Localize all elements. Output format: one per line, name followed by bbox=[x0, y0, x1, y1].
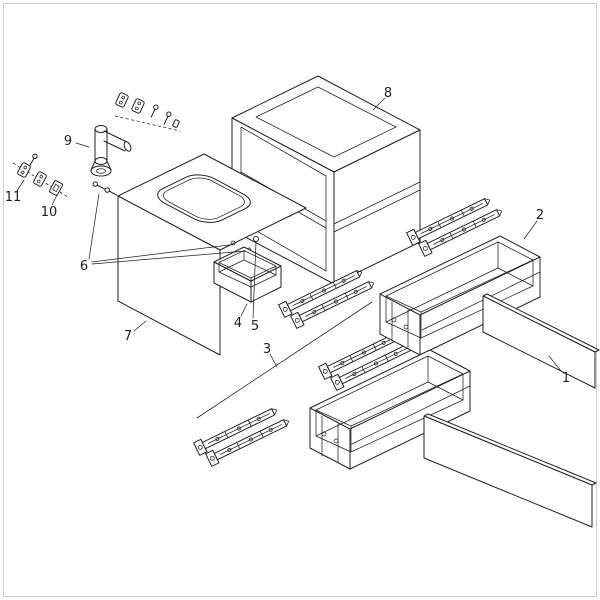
drawer-front-lower bbox=[423, 413, 597, 528]
leader-6 bbox=[88, 193, 247, 265]
part-1-drawer-front-upper bbox=[482, 293, 600, 389]
callout-10: 10 bbox=[41, 205, 58, 220]
leader-2 bbox=[523, 220, 538, 240]
callout-5: 5 bbox=[251, 319, 259, 334]
part-10-11-wall-fixings bbox=[12, 152, 69, 198]
callout-labels: 1 2 3 4 5 6 7 8 9 10 11 bbox=[5, 86, 570, 386]
part-9-siphon bbox=[90, 125, 132, 177]
leader-1 bbox=[548, 355, 562, 372]
leader-10 bbox=[51, 194, 58, 206]
leader-11 bbox=[16, 179, 25, 192]
callout-3: 3 bbox=[263, 342, 271, 357]
leader-5 bbox=[252, 241, 257, 319]
part-5-fixing-stud bbox=[253, 236, 259, 242]
part-2-drawer-box-upper bbox=[379, 235, 541, 356]
leader-3 bbox=[269, 353, 278, 368]
fastener-kit-top bbox=[114, 91, 181, 132]
page-border bbox=[3, 3, 597, 597]
callout-1: 1 bbox=[562, 371, 570, 386]
leader-8 bbox=[372, 97, 386, 111]
leader-lines bbox=[16, 97, 562, 372]
callout-9: 9 bbox=[64, 134, 72, 149]
leader-7 bbox=[133, 320, 147, 332]
callout-7: 7 bbox=[124, 329, 132, 344]
drawer-box-lower bbox=[309, 349, 471, 470]
part-4-tray-insert bbox=[213, 246, 282, 303]
assembly-axis-line bbox=[196, 301, 373, 419]
callout-2: 2 bbox=[536, 208, 544, 223]
callout-4: 4 bbox=[234, 316, 242, 331]
part-6-fixing-screws bbox=[91, 180, 119, 198]
clip-hole bbox=[230, 240, 236, 246]
part-8-cabinet-carcass bbox=[231, 75, 421, 285]
leader-9 bbox=[75, 142, 90, 148]
leader-4 bbox=[240, 303, 248, 317]
part-3-runner-sets bbox=[193, 193, 506, 467]
callout-11: 11 bbox=[5, 190, 22, 205]
part-7-washbasin-panel bbox=[118, 154, 306, 356]
callout-6: 6 bbox=[80, 259, 88, 274]
callout-8: 8 bbox=[384, 86, 392, 101]
